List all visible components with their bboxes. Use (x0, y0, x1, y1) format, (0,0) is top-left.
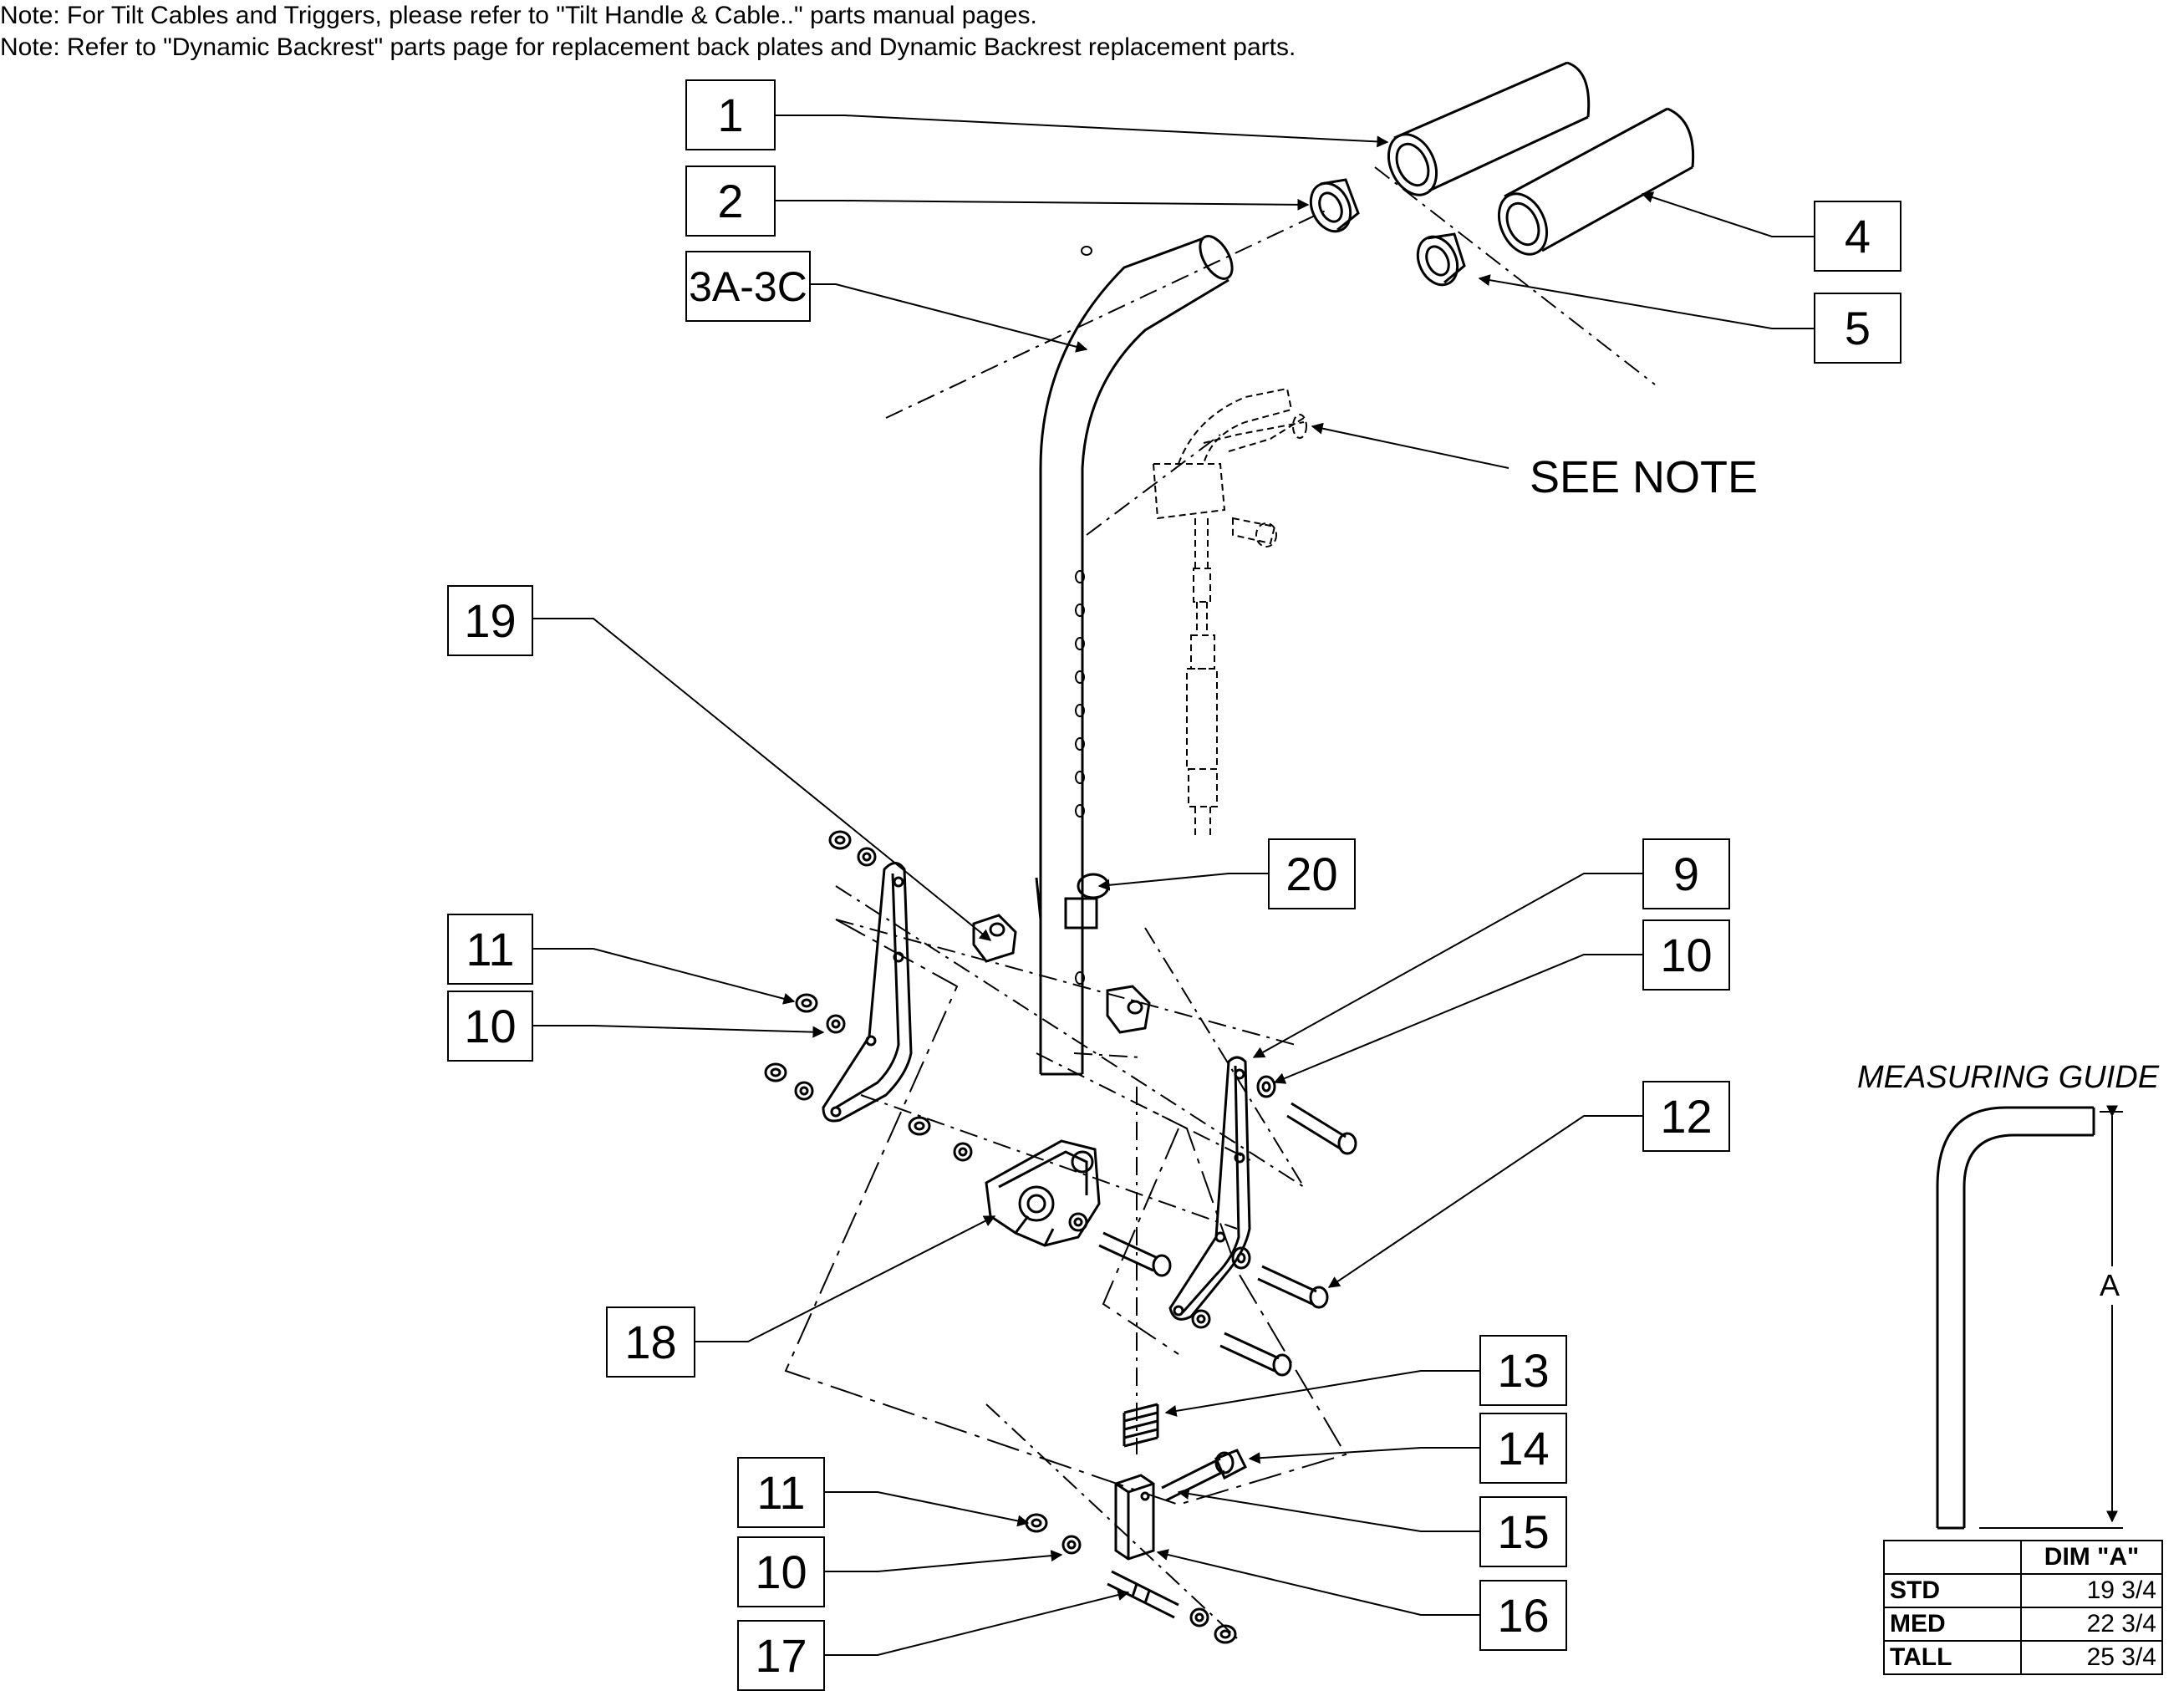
spacer-block-19 (972, 914, 1151, 1034)
callout-12: 12 (1642, 1081, 1730, 1152)
callout-3a-3c: 3A-3C (685, 251, 811, 322)
row-label: TALL (1883, 1640, 2022, 1675)
callout-19: 19 (447, 585, 533, 656)
callout-17: 17 (737, 1620, 825, 1691)
dimension-table: DIM "A" STD 19 3/4 MED 22 3/4 TALL 25 3/… (1883, 1540, 2163, 1675)
side-bracket-left (822, 862, 913, 1123)
callout-1: 1 (685, 79, 776, 150)
clamp-20 (1035, 873, 1110, 930)
callout-11-lower: 11 (737, 1457, 825, 1528)
callout-11-upper: 11 (447, 914, 533, 985)
callout-2: 2 (685, 166, 776, 237)
row-value: 19 3/4 (2020, 1573, 2163, 1608)
dimension-a-label: A (2100, 1266, 2120, 1305)
callout-10-left: 10 (447, 991, 533, 1062)
plunger-16 (1114, 1474, 1155, 1561)
callout-14: 14 (1479, 1413, 1567, 1484)
row-value: 25 3/4 (2020, 1640, 2163, 1675)
back-post (1039, 235, 1234, 1076)
callout-4: 4 (1814, 201, 1901, 272)
tilt-handle-phantom (1152, 387, 1307, 836)
callout-18: 18 (606, 1306, 695, 1378)
side-bracket-right (1168, 1056, 1251, 1321)
leader-lines (533, 115, 1814, 1656)
post-holes (1075, 246, 1092, 985)
callout-9: 9 (1642, 838, 1730, 909)
row-value: 22 3/4 (2020, 1607, 2163, 1642)
dimension-table-header: DIM "A" (2020, 1540, 2163, 1575)
measuring-guide-title: MEASURING GUIDE (1857, 1060, 2160, 1095)
callout-13: 13 (1479, 1335, 1567, 1406)
dimension-table-blank-header (1883, 1540, 2022, 1575)
row-label: STD (1883, 1573, 2022, 1608)
table-row: TALL 25 3/4 (1883, 1640, 2163, 1675)
handle-grip-lower (1497, 107, 1695, 256)
bushing-14 (1214, 1449, 1248, 1480)
grip-plug-lower (1416, 232, 1466, 287)
note-tilt-cables: Note: For Tilt Cables and Triggers, plea… (0, 2, 1037, 29)
callout-20: 20 (1268, 838, 1356, 909)
dashed-boundary (784, 919, 1347, 1506)
assembly-centerlines (835, 166, 1656, 1639)
callout-10-lower: 10 (737, 1536, 825, 1607)
pivot-bracket-18 (985, 1139, 1101, 1247)
hardware-nuts-washers (764, 830, 1276, 1644)
grip-plug-upper (1309, 178, 1360, 233)
callout-10-right: 10 (1642, 919, 1730, 991)
handle-grip-upper (1387, 61, 1591, 196)
table-row: STD 19 3/4 (1883, 1573, 2163, 1608)
callout-15: 15 (1479, 1496, 1567, 1567)
pin-15 (1161, 1451, 1235, 1502)
hardware-bolts (1098, 1102, 1357, 1377)
row-label: MED (1883, 1607, 2022, 1642)
note-dynamic-backrest: Note: Refer to "Dynamic Backrest" parts … (0, 33, 1296, 61)
spring-13 (1123, 1403, 1159, 1448)
see-note-label: SEE NOTE (1530, 452, 1759, 502)
callout-16: 16 (1479, 1580, 1567, 1651)
table-row: MED 22 3/4 (1883, 1607, 2163, 1642)
measuring-guide-post (1936, 1106, 2123, 1530)
callout-5: 5 (1814, 293, 1901, 364)
